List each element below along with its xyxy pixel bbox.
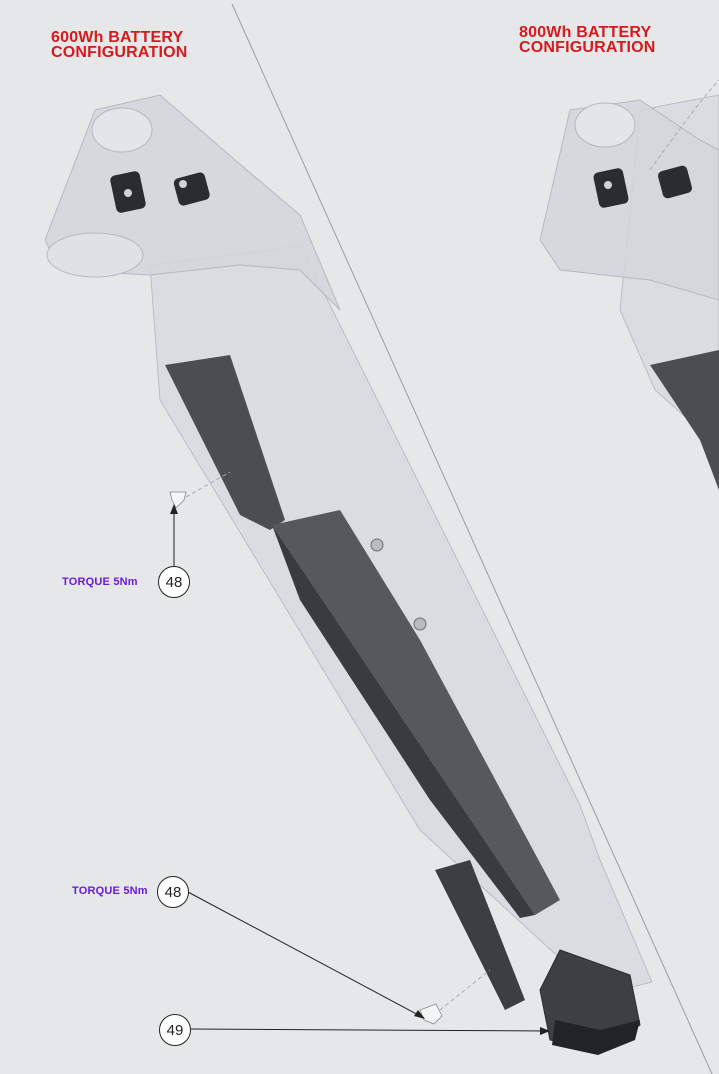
leader-48-upper-arrow bbox=[170, 504, 178, 514]
configuration-divider-line bbox=[231, 3, 713, 1074]
heading-800wh: 800Wh BATTERY CONFIGURATION bbox=[519, 24, 656, 56]
battery-main-shadow bbox=[272, 525, 535, 918]
head-tube-top-opening bbox=[91, 107, 153, 153]
heading-600wh-line2: CONFIGURATION bbox=[51, 44, 188, 61]
head-tube-bottom-opening bbox=[46, 232, 144, 278]
battery-end-cap-face bbox=[552, 1020, 640, 1055]
battery-lower-section bbox=[435, 860, 525, 1010]
callout-48-upper: 48 bbox=[158, 566, 190, 598]
head-tube-800 bbox=[539, 99, 719, 301]
bracket-bolt bbox=[124, 189, 132, 197]
screw-48-lower-axis bbox=[439, 969, 491, 1011]
heading-800wh-line1: 800Wh BATTERY bbox=[519, 24, 652, 41]
screw-48-lower bbox=[419, 1003, 443, 1025]
leader-49-arrow bbox=[540, 1027, 550, 1035]
callout-49: 49 bbox=[159, 1014, 191, 1046]
leader-48-lower bbox=[187, 891, 425, 1019]
battery-upper-section bbox=[165, 355, 285, 530]
torque-note-lower: TORQUE 5Nm bbox=[72, 885, 148, 897]
leader-49 bbox=[190, 1028, 549, 1032]
heading-600wh: 600Wh BATTERY CONFIGURATION bbox=[51, 29, 188, 61]
torque-note-upper: TORQUE 5Nm bbox=[62, 576, 138, 588]
heading-800wh-line2: CONFIGURATION bbox=[519, 39, 656, 56]
battery-800 bbox=[650, 350, 719, 490]
battery-main bbox=[272, 510, 560, 915]
screw-48-upper-axis bbox=[185, 471, 231, 498]
bracket-bolt-800 bbox=[604, 181, 612, 189]
callout-48-lower: 48 bbox=[157, 876, 189, 908]
head-tube-top-opening-800 bbox=[574, 102, 636, 148]
screw-48-upper bbox=[169, 491, 187, 509]
curved-guide-line-800 bbox=[649, 79, 719, 171]
battery-screw-upper bbox=[370, 538, 384, 552]
battery-screw-lower bbox=[413, 617, 427, 631]
heading-600wh-line1: 600Wh BATTERY bbox=[51, 29, 184, 46]
bracket-left-800 bbox=[593, 168, 629, 208]
bracket-right-800 bbox=[658, 165, 692, 199]
bracket-bolt-right bbox=[179, 180, 187, 188]
leader-48-lower-arrow bbox=[414, 1010, 425, 1019]
